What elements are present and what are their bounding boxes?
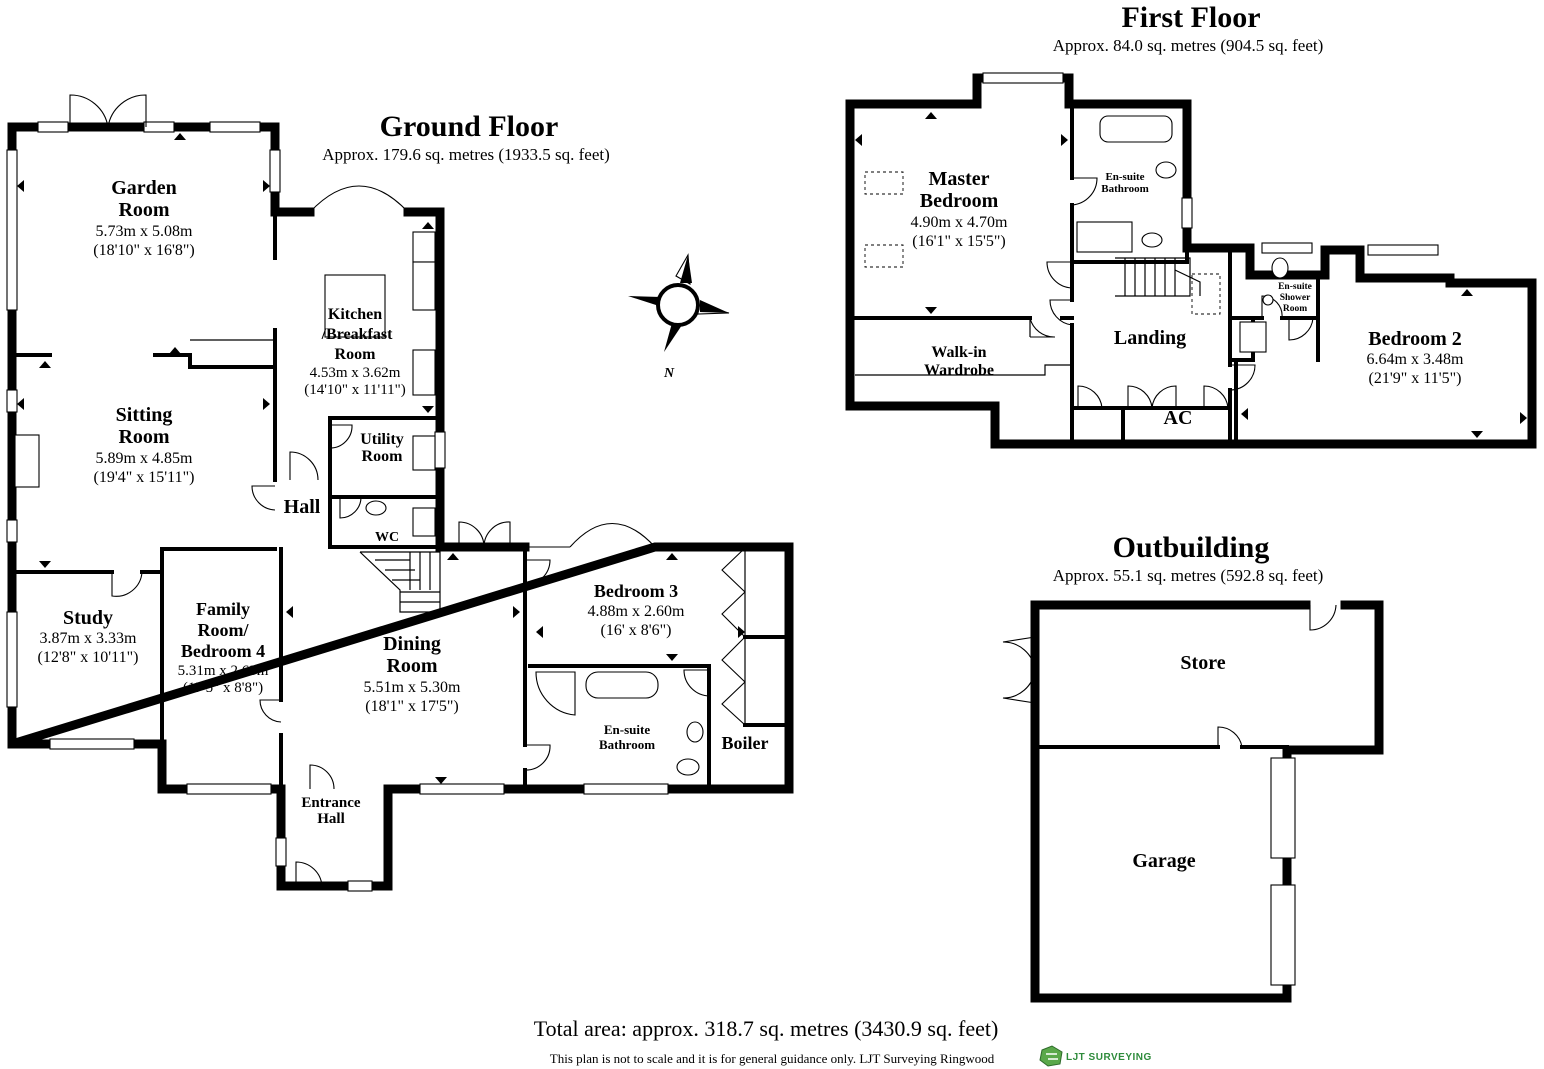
entrance-hall-name-1: Entrance	[301, 795, 361, 811]
ground-floor-plan	[6, 94, 794, 892]
ground-floor-windows	[6, 121, 669, 892]
bedroom3-name: Bedroom 3	[594, 581, 678, 601]
sitting-room-name-2: Room	[118, 426, 169, 448]
first-floor-plan	[845, 72, 1537, 449]
sitting-room-metric: 5.89m x 4.85m	[96, 450, 193, 467]
kitchen-name-3: Room	[335, 346, 377, 363]
garage-name: Garage	[1132, 850, 1195, 872]
garden-room-imperial: (18'10" x 16'8")	[93, 242, 194, 259]
ljt-surveying-logo: LJT SURVEYING	[1039, 1045, 1152, 1067]
kitchen-imperial: (14'10" x 11'11")	[304, 382, 406, 398]
garden-room-metric: 5.73m x 5.08m	[96, 223, 193, 240]
shower-room-name-2: Shower	[1280, 293, 1311, 303]
family-room-metric: 5.31m x 2.63m	[178, 663, 269, 679]
ground-floor-fixtures	[14, 231, 704, 776]
first-ensuite-name-2: Bathroom	[1101, 183, 1148, 195]
utility-room-name-2: Room	[362, 448, 404, 465]
ac-name: AC	[1164, 407, 1193, 429]
dining-room-metric: 5.51m x 5.30m	[364, 679, 461, 696]
master-bedroom-imperial: (16'1" x 15'5")	[912, 233, 1005, 250]
walkin-wardrobe-name-2: Wardrobe	[924, 362, 994, 379]
ground-floor-interior-walls	[10, 210, 791, 791]
ground-floor-outer-walls	[7, 122, 794, 891]
first-floor-windows	[982, 72, 1439, 256]
garden-room-name-1: Garden	[111, 177, 177, 199]
garden-room-name-2: Room	[118, 199, 169, 221]
family-room-name-3: Bedroom 4	[181, 641, 265, 661]
hall-name: Hall	[284, 496, 321, 518]
family-room-name-1: Family	[196, 599, 250, 619]
sitting-room-name-1: Sitting	[116, 404, 173, 426]
shower-room-name-3: Room	[1283, 304, 1307, 314]
bedroom3-metric: 4.88m x 2.60m	[588, 603, 685, 620]
study-imperial: (12'8" x 10'11")	[38, 649, 139, 666]
kitchen-name-2: /Breakfast	[321, 326, 393, 343]
wc-name: WC	[375, 530, 399, 545]
master-bedroom-name-1: Master	[928, 168, 989, 190]
ground-floor-stairs	[359, 551, 441, 613]
outbuilding-title: Outbuilding	[1113, 531, 1270, 564]
ground-ensuite-name-1: En-suite	[604, 722, 650, 737]
bedroom2-imperial: (21'9" x 11'5")	[1369, 370, 1462, 387]
outbuilding-plan	[1002, 600, 1384, 1003]
ground-floor-area: Approx. 179.6 sq. metres (1933.5 sq. fee…	[322, 145, 610, 164]
first-floor-title: First Floor	[1121, 1, 1260, 34]
ground-floor-title: Ground Floor	[380, 110, 559, 143]
kitchen-name-1: Kitchen	[328, 306, 382, 323]
compass-north-label: N	[663, 366, 675, 381]
ground-floor-doors	[69, 94, 746, 887]
dining-room-imperial: (18'1" x 17'5")	[365, 698, 458, 715]
study-name: Study	[63, 607, 113, 629]
outbuilding-doors	[1002, 604, 1337, 748]
bedroom3-imperial: (16' x 8'6")	[601, 622, 672, 639]
first-floor-fixtures	[864, 115, 1289, 353]
store-name: Store	[1180, 652, 1225, 674]
landing-name: Landing	[1114, 327, 1186, 349]
boiler-name: Boiler	[722, 733, 769, 753]
first-floor-outer-walls	[845, 73, 1537, 449]
study-metric: 3.87m x 3.33m	[40, 630, 137, 647]
first-ensuite-name-1: En-suite	[1105, 171, 1144, 183]
dining-room-name-2: Room	[386, 655, 437, 677]
first-floor-arrows	[855, 112, 1527, 438]
ground-floor-arrows	[17, 133, 745, 784]
family-room-imperial: (17'5" x 8'8")	[183, 680, 263, 696]
ground-floor-bays	[309, 185, 656, 548]
sitting-room-imperial: (19'4" x 15'11")	[94, 469, 195, 486]
family-room-name-2: Room/	[198, 620, 250, 640]
shower-room-name-1: En-suite	[1278, 282, 1312, 292]
first-floor-area: Approx. 84.0 sq. metres (904.5 sq. feet)	[1053, 36, 1324, 55]
first-floor-stairs	[1115, 257, 1221, 315]
walkin-wardrobe-name-1: Walk-in	[931, 344, 986, 361]
master-bedroom-metric: 4.90m x 4.70m	[911, 214, 1008, 231]
labels: Ground Floor Approx. 179.6 sq. metres (1…	[38, 1, 1464, 1066]
total-area: Total area: approx. 318.7 sq. metres (34…	[534, 1016, 999, 1041]
compass: N	[628, 253, 730, 381]
kitchen-metric: 4.53m x 3.62m	[310, 365, 401, 381]
outbuilding-area: Approx. 55.1 sq. metres (592.8 sq. feet)	[1053, 566, 1324, 585]
logo-text: LJT SURVEYING	[1066, 1052, 1152, 1063]
entrance-hall-name-2: Hall	[317, 811, 345, 827]
dining-room-name-1: Dining	[383, 633, 441, 655]
ground-ensuite-name-2: Bathroom	[599, 737, 655, 752]
disclaimer: This plan is not to scale and it is for …	[550, 1051, 995, 1066]
first-floor-doors	[1029, 177, 1314, 409]
bedroom2-name: Bedroom 2	[1368, 328, 1462, 350]
utility-room-name-1: Utility	[360, 431, 404, 448]
master-bedroom-name-2: Bedroom	[920, 190, 999, 212]
first-floor-interior-walls	[848, 102, 1320, 446]
bedroom2-metric: 6.64m x 3.48m	[1367, 351, 1464, 368]
